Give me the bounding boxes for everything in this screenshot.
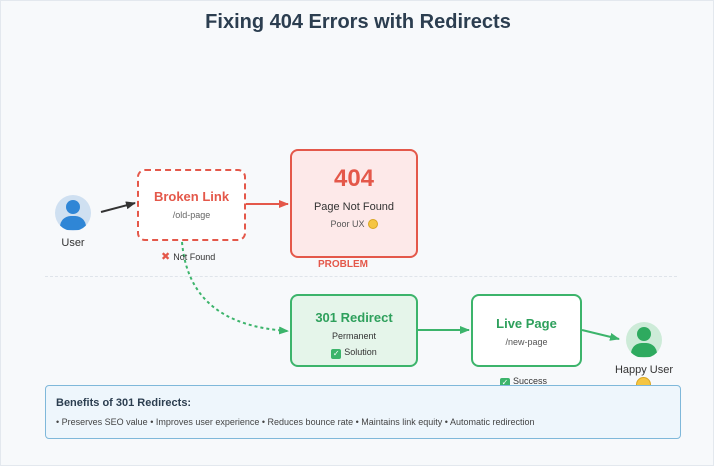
benefits-panel: Benefits of 301 Redirects: • Preserves S…	[45, 385, 681, 439]
error-ux-note: Poor UX	[292, 219, 416, 229]
checkmark-icon: ✓	[500, 378, 510, 388]
diagram-title: Fixing 404 Errors with Redirects	[205, 11, 511, 33]
benefits-list: • Preserves SEO value • Improves user ex…	[56, 417, 535, 427]
benefits-title: Benefits of 301 Redirects:	[56, 397, 192, 409]
live-page-note-text: Success	[513, 376, 548, 386]
user-icon	[55, 195, 91, 231]
redirect-301-box: 301 Redirect Permanent ✓Solution	[290, 294, 418, 367]
live-page-note: ✓Success	[500, 376, 547, 388]
error-title: Page Not Found	[313, 201, 395, 213]
redirect-title: 301 Redirect	[315, 310, 393, 325]
arrow-live-page-to-happy-user	[581, 329, 620, 341]
error-404-box: 404 Page Not Found Poor UX	[290, 149, 418, 258]
x-mark-icon: ✖	[161, 251, 171, 263]
broken-link-path: /old-page	[172, 210, 211, 220]
error-code: 404	[333, 165, 375, 192]
happy-user-label: Happy User	[614, 364, 674, 376]
live-page-box: Live Page /new-page	[471, 294, 582, 367]
broken-link-title: Broken Link	[153, 189, 230, 204]
happy-user-icon	[626, 322, 662, 358]
arrow-user-to-broken-link	[100, 201, 136, 213]
broken-link-box: Broken Link /old-page	[137, 169, 246, 241]
user-node: User	[53, 195, 93, 249]
redirect-subtitle: Permanent	[331, 331, 377, 341]
happy-user-node: Happy User	[613, 322, 675, 376]
arrow-broken-link-to-redirect	[181, 241, 289, 335]
checkmark-icon: ✓	[331, 349, 342, 359]
redirect-note: ✓Solution	[292, 347, 416, 359]
live-page-path: /new-page	[505, 337, 548, 347]
live-page-title: Live Page	[496, 316, 557, 331]
error-ux-text: Poor UX	[330, 219, 365, 229]
problem-tag: PROBLEM	[318, 259, 368, 270]
sad-face-icon	[367, 219, 378, 229]
broken-link-note: ✖Not Found	[161, 250, 215, 263]
section-divider	[45, 276, 677, 277]
redirect-note-text: Solution	[344, 347, 377, 357]
user-label: User	[61, 237, 85, 249]
broken-link-note-text: Not Found	[173, 252, 216, 262]
